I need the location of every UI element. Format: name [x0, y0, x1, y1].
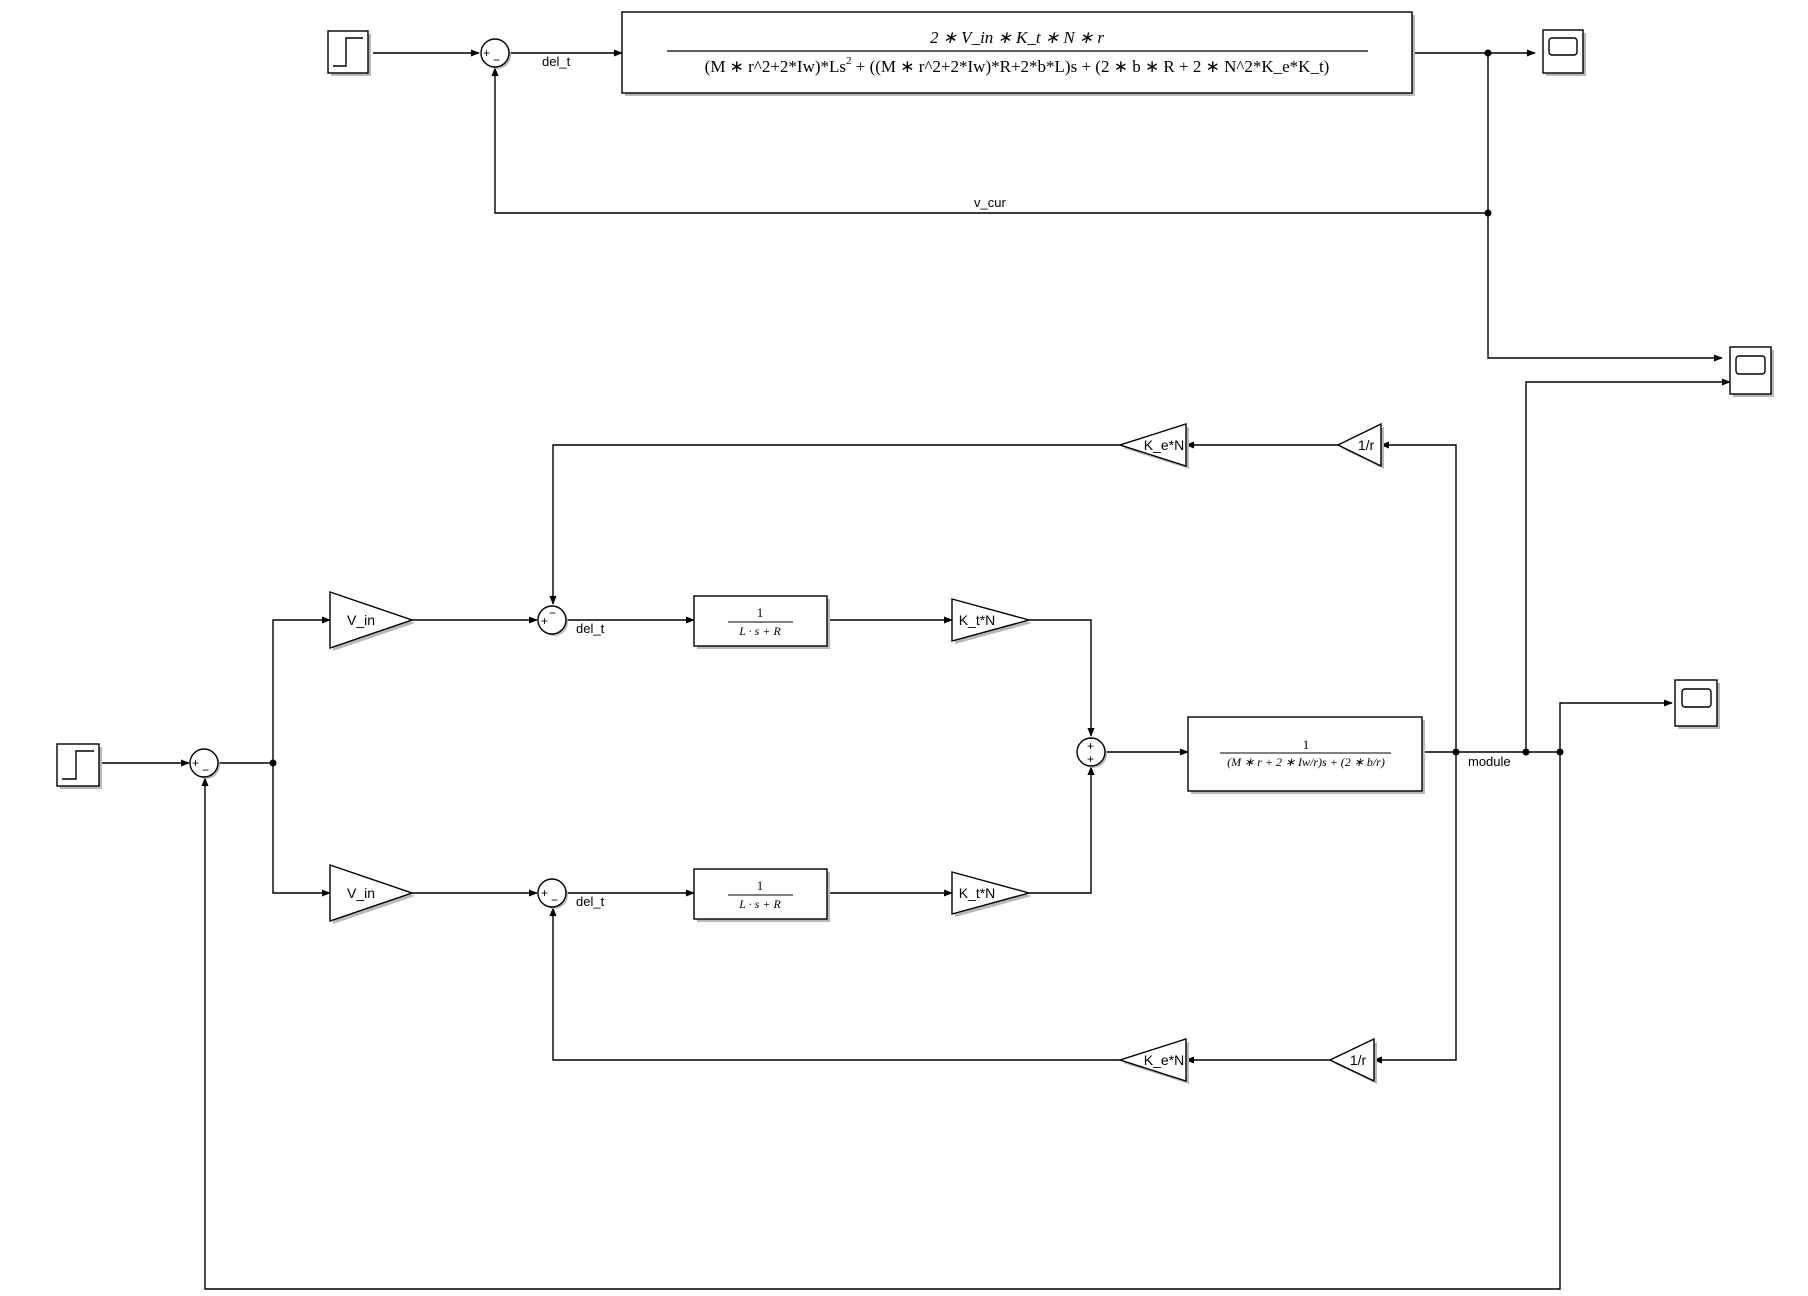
- sum-block-torque[interactable]: + +: [1076, 737, 1107, 768]
- step-source-top[interactable]: [327, 30, 371, 76]
- sum-block-main[interactable]: + −: [189, 748, 220, 779]
- branch-point: [1522, 748, 1530, 756]
- transfer-fn-electrical-lower[interactable]: 1 L · s + R: [693, 868, 830, 922]
- gain-label: K_t*N: [959, 885, 996, 901]
- wire-to-inv-r-lower[interactable]: [1373, 752, 1457, 1064]
- wire-torque-lower[interactable]: [1029, 766, 1095, 894]
- wire-module-feedback[interactable]: [201, 752, 1561, 1290]
- gain-ke-n-upper[interactable]: K_e*N: [1117, 423, 1189, 469]
- scope-shared[interactable]: [1729, 346, 1774, 397]
- signal-label-del-t-upper: del_t: [576, 621, 605, 636]
- gain-label: V_in: [347, 885, 375, 901]
- gain-kt-n-upper[interactable]: K_t*N: [951, 598, 1032, 644]
- bottom-model: del_t del_t module + − V_in V_in: [56, 378, 1731, 1290]
- signal-label-module: module: [1468, 754, 1511, 769]
- tf-numerator: 1: [757, 605, 764, 620]
- gain-label: V_in: [347, 612, 375, 628]
- branch-point: [269, 759, 277, 767]
- transfer-fn-block-top[interactable]: 2 ∗ V_in ∗ K_t ∗ N ∗ r (M ∗ r^2+2*Iw)*Ls…: [621, 11, 1415, 96]
- signal-label-del-t: del_t: [542, 54, 571, 69]
- sum-plus-sign: +: [1087, 752, 1094, 766]
- wire-to-inv-r-upper[interactable]: [1380, 441, 1457, 752]
- sum-plus-sign: +: [192, 756, 199, 770]
- branch-point: [1484, 209, 1492, 217]
- sum-minus-sign: −: [202, 763, 209, 777]
- gain-v-in-upper[interactable]: V_in: [329, 591, 415, 651]
- sum-minus-sign: −: [493, 53, 500, 67]
- branch-point: [1484, 49, 1492, 57]
- gain-label: 1/r: [1350, 1052, 1367, 1068]
- gain-inv-r-upper[interactable]: 1/r: [1336, 422, 1384, 469]
- tf-numerator: 1: [1303, 737, 1310, 752]
- wire-back-emf-lower[interactable]: [549, 907, 1120, 1061]
- scope-icon: [1735, 355, 1766, 375]
- scope-bottom[interactable]: [1674, 679, 1720, 729]
- sum-minus-sign: −: [551, 893, 558, 907]
- signal-label-del-t-lower: del_t: [576, 894, 605, 909]
- wire-back-emf-upper[interactable]: [549, 444, 1120, 605]
- tf-numerator: 2 ∗ V_in ∗ K_t ∗ N ∗ r: [930, 28, 1104, 47]
- transfer-fn-mechanical[interactable]: 1 (M ∗ r + 2 ∗ Iw/r)s + (2 ∗ b/r): [1187, 716, 1425, 794]
- step-source-bottom[interactable]: [56, 743, 102, 789]
- branch-point: [1452, 748, 1460, 756]
- wire-to-shared-scope-2[interactable]: [1525, 378, 1731, 752]
- tf-denominator: (M ∗ r^2+2*Iw)*Ls2 + ((M ∗ r^2+2*Iw)*R+2…: [705, 55, 1330, 76]
- wire-v-cur-feedback[interactable]: [491, 53, 1489, 214]
- step-icon: [62, 750, 94, 780]
- gain-label: 1/r: [1358, 437, 1375, 453]
- tf-denominator: L · s + R: [738, 624, 781, 638]
- sum-plus-sign: +: [541, 886, 548, 900]
- sum-plus-sign: +: [541, 614, 548, 628]
- sum-block-upper[interactable]: + −: [537, 605, 568, 636]
- tf-denominator: (M ∗ r + 2 ∗ Iw/r)s + (2 ∗ b/r): [1227, 755, 1385, 769]
- tf-denominator: L · s + R: [738, 897, 781, 911]
- wire-torque-upper[interactable]: [1029, 619, 1095, 737]
- step-icon: [333, 37, 363, 67]
- top-model: del_t v_cur + − 2 ∗ V_in ∗ K_t ∗ N ∗ r (…: [327, 11, 1723, 362]
- transfer-fn-electrical-upper[interactable]: 1 L · s + R: [693, 595, 830, 649]
- gain-label: K_e*N: [1144, 437, 1184, 453]
- sum-plus-sign: +: [483, 46, 490, 60]
- wire-to-bottom-scope[interactable]: [1559, 699, 1673, 752]
- tf-numerator: 1: [757, 878, 764, 893]
- scope-icon: [1548, 37, 1578, 56]
- gain-inv-r-lower[interactable]: 1/r: [1328, 1037, 1377, 1084]
- sum-block-lower[interactable]: + −: [537, 878, 568, 909]
- wire-to-v-in-upper[interactable]: [272, 616, 331, 763]
- sum-plus-sign: +: [1087, 739, 1094, 753]
- scope-icon: [1681, 688, 1712, 708]
- gain-kt-n-lower[interactable]: K_t*N: [951, 871, 1032, 917]
- branch-point: [1556, 748, 1564, 756]
- sum-minus-sign: −: [549, 606, 556, 620]
- gain-ke-n-lower[interactable]: K_e*N: [1117, 1038, 1189, 1084]
- gain-v-in-lower[interactable]: V_in: [329, 864, 415, 924]
- scope-top[interactable]: [1542, 29, 1586, 76]
- sum-block-top[interactable]: + −: [480, 38, 511, 69]
- wire-to-shared-scope[interactable]: [1487, 213, 1723, 362]
- wire-to-v-in-lower[interactable]: [272, 763, 331, 897]
- gain-label: K_e*N: [1144, 1052, 1184, 1068]
- signal-label-v-cur: v_cur: [974, 195, 1006, 210]
- gain-label: K_t*N: [959, 612, 996, 628]
